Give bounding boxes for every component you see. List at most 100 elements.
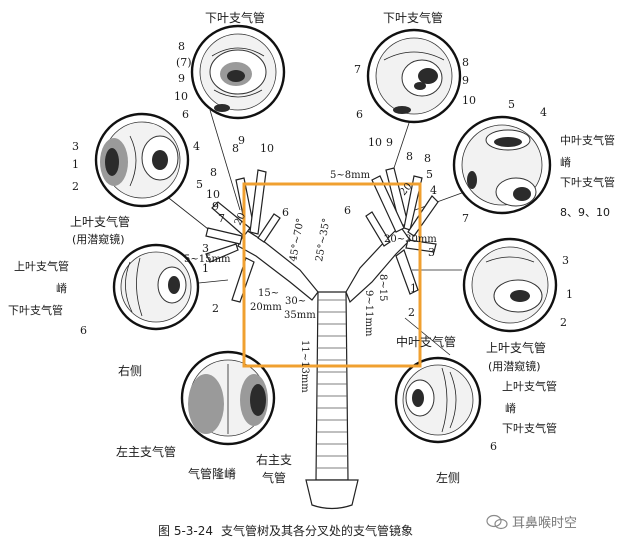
measure-right-5-8: 5~8mm <box>330 170 371 181</box>
measure-left-15: 15~ <box>258 288 279 299</box>
chat-bubble-icon <box>486 514 508 529</box>
scope-title-top-right: 下叶支气管 <box>383 10 443 25</box>
label-tl-7: (7) <box>176 56 192 69</box>
svg-text:9: 9 <box>386 136 393 149</box>
label-lm-5: 5 <box>196 178 203 191</box>
measure-left-35mm: 35mm <box>284 310 316 321</box>
watermark: 耳鼻喉时空 <box>486 512 577 531</box>
label-rl-ridge: 嵴 <box>505 402 516 415</box>
figure-number: 图 5-3-24 <box>158 524 214 538</box>
svg-text:8: 8 <box>424 152 431 165</box>
label-rt-lower: 下叶支气管 <box>560 175 615 189</box>
scope-title-left-low-2: (用潜窥镜) <box>72 232 125 246</box>
measure-left-20mm: 20mm <box>250 302 282 313</box>
side-label-right-lung: 右侧 <box>118 363 142 378</box>
label-rt-7: 7 <box>462 212 469 225</box>
svg-text:2: 2 <box>408 306 415 319</box>
svg-text:9: 9 <box>238 134 245 147</box>
figure-caption: 图 5-3-24 支气管树及其各分叉处的支气管镜象 <box>158 522 421 539</box>
measure-left-30: 30~ <box>285 296 306 307</box>
scope-title-left-low-1: 上叶支气管 <box>70 214 130 229</box>
measure-right-8-15: 8~15 <box>377 274 388 301</box>
label-rl-lower: 下叶支气管 <box>502 421 557 435</box>
label-rt-ridge: 嵴 <box>560 156 571 169</box>
label-tl-9: 9 <box>178 72 185 85</box>
scope-view-upper-lobe-right-retro <box>112 243 200 331</box>
svg-text:7: 7 <box>218 212 225 225</box>
label-rm-3: 3 <box>562 254 569 267</box>
svg-text:4: 4 <box>430 184 437 197</box>
measure-left-5-15: 5~15mm <box>184 254 231 265</box>
label-tr-8: 8 <box>462 56 469 69</box>
tree-branch-numbers-left-lung: 10 9 8 5 4 6 3 1 2 8 <box>344 136 437 319</box>
svg-text:8: 8 <box>232 142 239 155</box>
side-label-left-lung: 左侧 <box>436 470 460 485</box>
label-ll-ridge: 嵴 <box>56 282 67 295</box>
svg-text:1: 1 <box>202 262 209 275</box>
label-ll-6: 6 <box>80 324 87 337</box>
svg-text:3: 3 <box>202 242 209 255</box>
svg-text:10: 10 <box>368 136 382 149</box>
tree-measurements: 5~15mm 15~ 20mm 30~ 35mm 5~8mm 20~30mm 8… <box>184 170 437 393</box>
label-rt-4: 4 <box>540 106 547 119</box>
svg-text:6: 6 <box>282 206 289 219</box>
scope-title-right-low-1: 上叶支气管 <box>486 340 546 355</box>
scope-view-upper-lobe-left <box>462 237 558 333</box>
label-tl-10: 10 <box>174 90 188 103</box>
label-bottom-left-main: 左主支气管 <box>116 444 176 459</box>
label-tl-8: 8 <box>178 40 185 53</box>
scope-view-lower-lobe-left <box>366 28 462 124</box>
label-lm-4: 4 <box>193 140 200 153</box>
trachea-rings <box>317 299 348 469</box>
label-rl-upper: 上叶支气管 <box>502 379 557 393</box>
angle-right: 25°~35° <box>314 217 332 262</box>
scope-view-middle-lobe-left <box>452 115 552 215</box>
measure-left-main: 9~11mm <box>363 290 374 337</box>
label-rt-mid: 中叶支气管 <box>560 133 615 147</box>
label-tr-9: 9 <box>462 74 469 87</box>
scope-title-right-low-2: (用潜窥镜) <box>488 359 541 373</box>
highlight-box <box>242 182 422 368</box>
svg-text:6: 6 <box>344 204 351 217</box>
tree-branch-numbers-right-lung: 8 9 10 10 9 8 6 7 3 1 2 <box>202 134 289 315</box>
measure-right-20-30: 20~30mm <box>384 234 437 245</box>
angle-left: 45°~70° <box>288 217 306 262</box>
label-rm-2: 2 <box>560 316 567 329</box>
svg-text:8: 8 <box>210 166 217 179</box>
label-rm-1: 1 <box>566 288 573 301</box>
scope-view-carina <box>180 350 276 446</box>
svg-text:2: 2 <box>212 302 219 315</box>
label-bottom-right-main-1: 右主支 <box>256 452 292 467</box>
watermark-text: 耳鼻喉时空 <box>512 516 578 531</box>
label-rt-5: 5 <box>508 98 515 111</box>
label-tl-6: 6 <box>182 108 189 121</box>
label-tr-6: 6 <box>356 108 363 121</box>
label-lm-1: 1 <box>72 158 79 171</box>
svg-text:9: 9 <box>212 200 219 213</box>
label-middle-lobe: 中叶支气管 <box>396 334 456 349</box>
scope-title-top-left: 下叶支气管 <box>205 10 265 25</box>
svg-text:10: 10 <box>206 188 220 201</box>
label-rl-6: 6 <box>490 440 497 453</box>
svg-text:1: 1 <box>410 282 417 295</box>
label-lm-2: 2 <box>72 180 79 193</box>
scope-view-lower-lobe-right <box>190 24 286 120</box>
svg-text:8: 8 <box>406 150 413 163</box>
label-bottom-right-main-2: 气管 <box>262 470 286 485</box>
svg-text:10: 10 <box>260 142 274 155</box>
measure-trachea: 11~13mm <box>299 340 310 393</box>
bronchial-tree <box>205 167 439 510</box>
scope-view-upper-lobe-left-retro <box>394 356 482 444</box>
num-20-left: 20 <box>233 211 248 227</box>
label-lm-3: 3 <box>72 140 79 153</box>
label-rt-group: 8、9、10 <box>560 206 610 219</box>
scope-view-upper-lobe-right <box>94 112 190 208</box>
svg-text:3: 3 <box>428 246 435 259</box>
label-bottom-carina: 气管隆嵴 <box>188 466 236 481</box>
label-tr-7: 7 <box>354 63 361 76</box>
label-tr-10: 10 <box>462 94 476 107</box>
label-ll-lower: 下叶支气管 <box>8 303 63 317</box>
figure-caption-text: 支气管树及其各分叉处的支气管镜象 <box>221 524 414 538</box>
label-ll-upper: 上叶支气管 <box>14 259 69 273</box>
